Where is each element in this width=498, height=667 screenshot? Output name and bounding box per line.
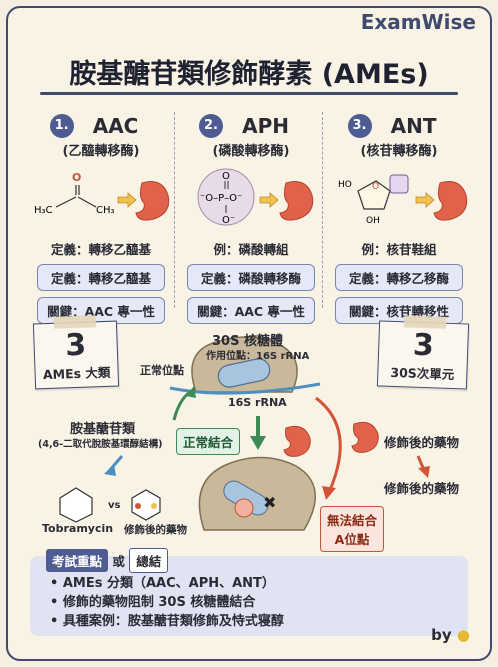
enzyme-card-ant: 3. ANT (核苷轉移酶) HO O OH 例：核苷鞋組 定義：轉移乙移酶 關… <box>324 114 474 324</box>
svg-text:⁻O–P–O⁻: ⁻O–P–O⁻ <box>200 193 242 204</box>
enzyme-definition: 定義：磷酸轉移酶 <box>187 264 315 291</box>
modified-drug-label: 修飾後的藥物 <box>384 481 460 496</box>
svg-text:CH₃: CH₃ <box>96 205 115 216</box>
title-underline <box>40 92 458 95</box>
aminoglycoside-label: 胺基醣苷類 <box>70 422 136 437</box>
list-item: • 修飾的藥物阻制 30S 核糖體結合 <box>50 595 256 610</box>
arrow-red-down <box>315 396 342 491</box>
summary-header: 考試重點 或 總結 <box>46 548 169 573</box>
or-text: 或 <box>112 554 125 569</box>
normal-binding-tag: 正常結合 <box>176 428 241 455</box>
vs-label: vs <box>108 500 121 511</box>
summary-list: • AMEs 分類（AAC、APH、ANT） • 修飾的藥物阻制 30S 核糖體… <box>50 574 284 631</box>
list-item: • 具種案例：胺基醣苷類修飾及恃式寝醇 <box>50 614 284 629</box>
brand-logo: ExamWise <box>356 10 480 34</box>
tobramycin-label: Tobramycin <box>42 522 114 535</box>
enzyme-subtitle: (乙醯轉移酶) <box>62 144 140 159</box>
no-binding-tag: 無法結合 A位點 <box>320 506 385 552</box>
enzyme-blob <box>283 425 311 457</box>
modified-drug-structure <box>131 489 161 521</box>
nucleotide-illustration: HO O OH <box>338 174 468 226</box>
enzyme-subtitle: (核苷轉移酶) <box>360 144 438 159</box>
enzyme-example: 定義：轉移乙醯基 <box>50 242 151 257</box>
no-binding-line2: A位點 <box>334 532 370 547</box>
enzyme-blob <box>351 421 379 453</box>
enzyme-example: 例：核苷鞋組 <box>361 242 437 257</box>
no-binding-line1: 無法結合 <box>327 513 378 528</box>
enzyme-name: ANT <box>390 114 437 138</box>
list-item: • AMEs 分類（AAC、APH、ANT） <box>50 576 275 591</box>
enzyme-definition: 定義：轉移乙移酶 <box>335 264 463 291</box>
block-x-icon: ✖ <box>263 493 276 512</box>
svg-text:H₃C: H₃C <box>34 205 53 216</box>
modified-drug-caption: 修飾後的藥物 <box>124 524 187 536</box>
enzyme-key: 關鍵：AAC 專一性 <box>187 297 315 324</box>
page-title: 胺基醣苷類修飾酵素 (AMEs) <box>69 59 429 90</box>
enzyme-example: 例：磷酸轉組 <box>213 242 289 257</box>
ribosome-site: 作用位點：16S rRNA <box>206 351 310 362</box>
phosphate-group-illustration: O ⁻O–P–O⁻ O⁻ <box>197 168 314 226</box>
summary-tag: 總結 <box>129 548 169 573</box>
drug-capsule <box>217 358 271 388</box>
svg-text:O⁻: O⁻ <box>222 215 235 226</box>
byline-text: by <box>431 626 452 644</box>
exam-focus-tag: 考試重點 <box>46 549 109 572</box>
enzyme-definition: 定義：轉移乙醯基 <box>37 264 165 291</box>
column-divider <box>322 112 323 308</box>
svg-text:O: O <box>72 171 81 184</box>
modified-drug-label: 修飾後的藥物 <box>384 435 460 450</box>
rrna-strand <box>169 382 321 395</box>
tobramycin-structure <box>59 487 93 523</box>
number-badge: 3. <box>347 114 372 138</box>
rrna-label: 16S rRNA <box>228 396 287 409</box>
svg-text:O: O <box>372 182 379 192</box>
enzyme-name: AAC <box>92 114 139 138</box>
acetyl-group-illustration: O H₃C CH₃ <box>34 171 170 221</box>
banana-icon: ● <box>456 626 470 644</box>
aminoglycoside-subtitle: (4,6-二取代脫胺基環醇結構) <box>38 439 163 450</box>
svg-text:HO: HO <box>338 180 352 190</box>
enzyme-subtitle: (磷酸轉移酶) <box>212 144 290 159</box>
svg-text:OH: OH <box>366 216 380 226</box>
byline: by ● <box>431 626 470 644</box>
enzyme-name: APH <box>242 114 289 138</box>
number-badge: 1. <box>49 114 74 138</box>
column-divider <box>174 112 175 308</box>
enzyme-card-aph: 2. APH (磷酸轉移酶) O ⁻O–P–O⁻ O⁻ 例：磷酸轉組 定義：磷酸… <box>176 114 326 324</box>
ribosome-title: 30S 核糖體 <box>212 334 283 349</box>
normal-site-label: 正常位點 <box>140 364 184 377</box>
number-badge: 2. <box>199 114 224 138</box>
svg-text:O: O <box>222 171 230 182</box>
